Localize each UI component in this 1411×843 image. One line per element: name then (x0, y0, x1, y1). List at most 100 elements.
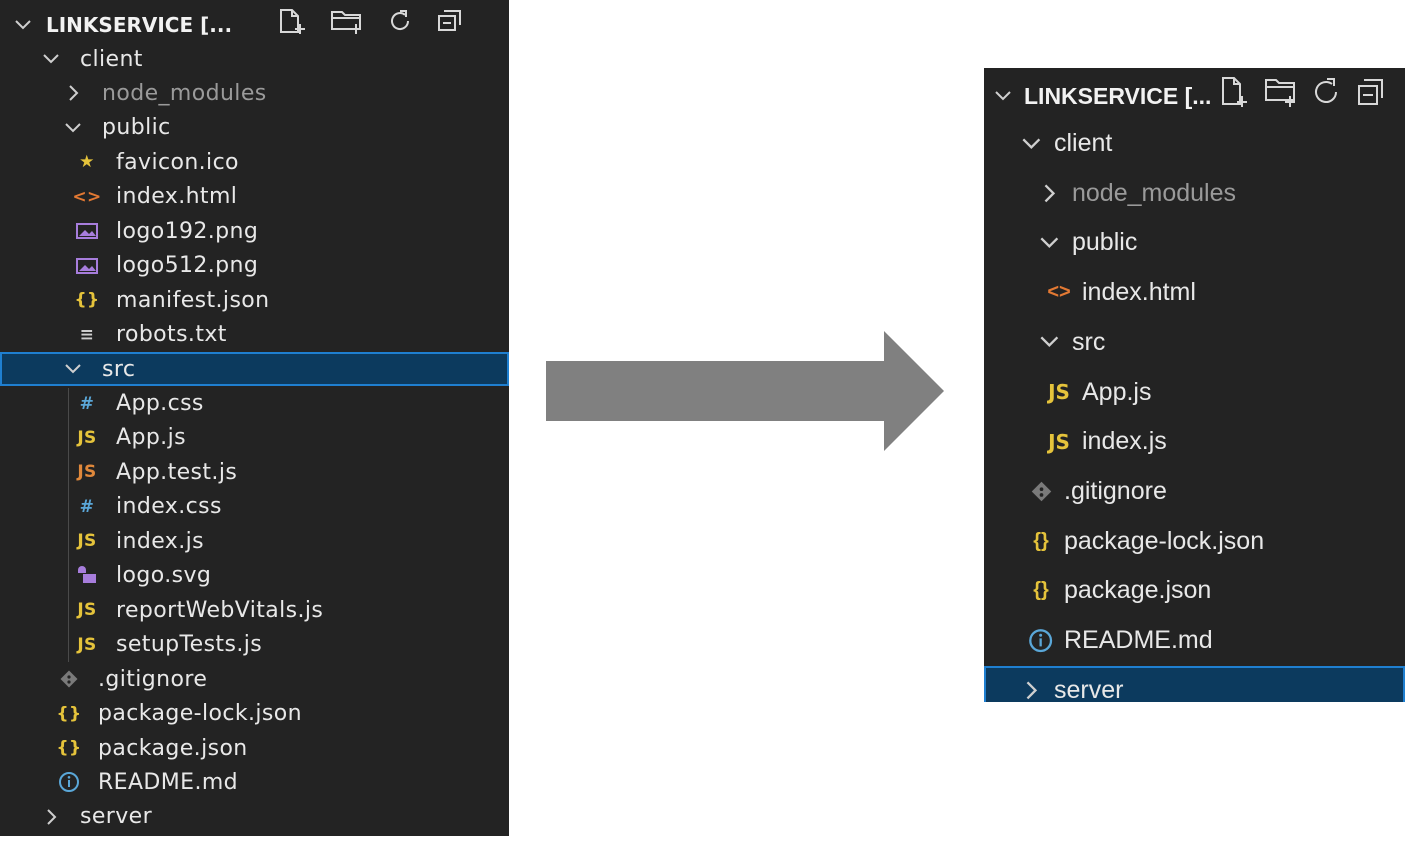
tree-file[interactable]: {} package.json (0, 731, 509, 765)
tree-folder[interactable]: src (984, 318, 1405, 367)
tree-item-label: client (1054, 129, 1113, 157)
tree-item-label: index.css (116, 494, 222, 520)
new-file-icon[interactable] (278, 8, 308, 34)
tree-item-label: package-lock.json (1064, 526, 1265, 555)
svg-icon (74, 565, 100, 586)
html-icon: <> (1047, 281, 1071, 304)
chevron-right-icon (1018, 680, 1044, 701)
tree-item-label: server (80, 804, 153, 830)
tree-folder[interactable]: node_modules (0, 76, 509, 110)
tree-file[interactable]: {}package-lock.json (0, 697, 509, 731)
indent-guide (68, 388, 69, 662)
explorer-actions (1220, 76, 1386, 108)
git-icon (1028, 480, 1054, 503)
explorer-header[interactable]: LINKSERVICE [... (0, 6, 509, 44)
tree-item-label: manifest.json (116, 287, 270, 313)
collapse-all-icon[interactable] (1356, 76, 1386, 108)
tree-folder[interactable]: server (0, 800, 509, 834)
tree-file[interactable]: <>index.html (984, 268, 1405, 317)
js-icon: JS (77, 531, 97, 552)
text-file-icon: ≡ (79, 324, 95, 345)
tree-folder[interactable]: client (0, 42, 509, 76)
json-icon: {} (74, 290, 100, 311)
tree-item-label: App.js (1082, 377, 1152, 406)
json-icon: {} (56, 703, 82, 724)
tree-file[interactable]: .gitignore (0, 662, 509, 696)
tree-folder[interactable]: src (0, 352, 509, 387)
chevron-down-icon (60, 363, 86, 375)
tree-item-label: logo.svg (116, 563, 212, 589)
tree-file[interactable]: {}package.json (984, 566, 1405, 615)
tree-file[interactable]: ★favicon.ico (0, 145, 509, 179)
new-folder-icon[interactable] (330, 8, 364, 34)
tree-item-label: package.json (98, 735, 248, 761)
explorer-actions (278, 8, 464, 34)
explorer-header[interactable]: LINKSERVICE [... (984, 72, 1405, 120)
chevron-down-icon (38, 53, 64, 65)
json-icon: {} (56, 738, 82, 758)
html-icon: <> (72, 186, 102, 207)
tree-file[interactable]: logo192.png (0, 214, 509, 248)
tree-item-label: index.js (116, 528, 204, 554)
tree-file[interactable]: <> index.html (0, 180, 509, 214)
tree-item-label: public (1072, 228, 1138, 257)
new-folder-icon[interactable] (1264, 76, 1298, 108)
refresh-icon[interactable] (1312, 76, 1342, 108)
tree-item-label: robots.txt (116, 322, 227, 348)
workspace-title: LINKSERVICE [... (1024, 82, 1212, 109)
tree-item-label: client (80, 46, 143, 72)
tree-folder[interactable]: public (984, 218, 1405, 267)
tree-item-label: README.md (98, 769, 239, 795)
new-file-icon[interactable] (1220, 76, 1250, 108)
tree-file[interactable]: {} package-lock.json (984, 517, 1405, 566)
tree-item-label: App.css (116, 391, 204, 416)
info-icon (1028, 628, 1054, 653)
chevron-down-icon[interactable] (994, 85, 1020, 108)
tree-item-label: App.test.js (116, 459, 238, 485)
tree-folder[interactable]: public (0, 111, 509, 145)
tree-file[interactable]: README.md (0, 765, 509, 799)
tree-file[interactable]: #index.css (0, 490, 509, 524)
tree-item-label: src (1072, 327, 1106, 356)
tree-file[interactable]: {} manifest.json (0, 283, 509, 317)
tree-item-label: App.js (116, 425, 186, 451)
tree-item-label: src (102, 356, 136, 382)
tree-file[interactable]: JS index.js (0, 524, 509, 558)
star-icon: ★ (79, 152, 95, 173)
tree-item-label: reportWebVitals.js (116, 597, 324, 623)
tree-file[interactable]: JS App.js (984, 368, 1405, 417)
tree-item-label: README.md (1064, 626, 1213, 654)
tree-item-label: logo192.png (116, 218, 259, 244)
chevron-down-icon (60, 122, 86, 134)
tree-file[interactable]: .gitignore (984, 467, 1405, 516)
chevron-down-icon[interactable] (14, 15, 40, 36)
chevron-right-icon (60, 84, 86, 102)
tree-file[interactable]: logo.svg (0, 559, 509, 593)
chevron-down-icon (1036, 236, 1062, 250)
tree-item-label: index.html (116, 184, 238, 210)
image-icon (74, 257, 100, 275)
transform-arrow (546, 331, 944, 451)
tree-item-label: package.json (1064, 576, 1212, 605)
tree-folder[interactable]: node_modules (984, 169, 1405, 218)
tree-folder[interactable]: server (984, 665, 1405, 702)
collapse-all-icon[interactable] (436, 8, 464, 34)
tree-item-label: .gitignore (1064, 476, 1167, 505)
tree-file[interactable]: logo512.png (0, 249, 509, 283)
git-icon (56, 669, 82, 689)
refresh-icon[interactable] (386, 8, 414, 34)
tree-file[interactable]: README.md (984, 616, 1405, 665)
js-icon: JS (1048, 380, 1070, 404)
tree-file[interactable]: ≡ robots.txt (0, 318, 509, 352)
json-icon: {} (1033, 529, 1049, 552)
tree-file[interactable]: #App.css (0, 387, 509, 421)
tree-item-label: index.js (1082, 427, 1167, 456)
tree-folder[interactable]: client (984, 119, 1405, 168)
